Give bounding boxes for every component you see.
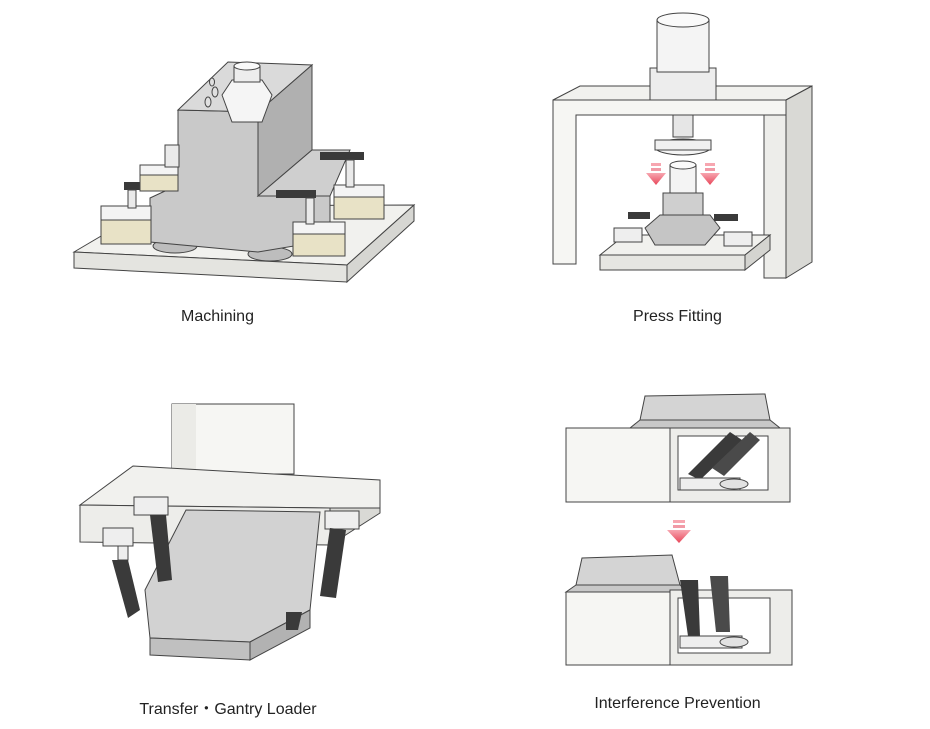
interference-before-illustration	[565, 393, 791, 503]
transfer-illustration	[78, 403, 381, 661]
interference-workpiece-top	[639, 393, 771, 421]
down-arrow-icon	[646, 163, 666, 185]
interference-after-illustration	[564, 554, 793, 666]
machining-clamp-front-left	[100, 182, 152, 245]
down-arrow-icon	[667, 520, 691, 543]
machining-clamp-rear-right	[320, 152, 385, 220]
machining-clamp-front-right	[276, 190, 346, 257]
transfer-clamp-middle	[133, 496, 172, 582]
press-fitting-illustration	[552, 12, 813, 279]
press-cylinder	[656, 19, 710, 73]
machining-illustration	[72, 61, 416, 284]
down-arrow-icon	[700, 163, 720, 185]
machining-clamp-rear-left	[139, 144, 180, 192]
transfer-clamp-left	[102, 527, 140, 618]
transfer-clamp-right	[320, 510, 360, 598]
caption-press-fitting: Press Fitting	[633, 308, 722, 325]
press-part	[669, 164, 697, 196]
caption-transfer: Transfer・Gantry Loader	[139, 701, 317, 718]
caption-machining: Machining	[181, 308, 254, 325]
interference-workpiece-bottom	[575, 554, 681, 586]
caption-interference: Interference Prevention	[594, 695, 761, 712]
machining-cutter	[221, 79, 273, 123]
transfer-plate	[78, 465, 381, 509]
